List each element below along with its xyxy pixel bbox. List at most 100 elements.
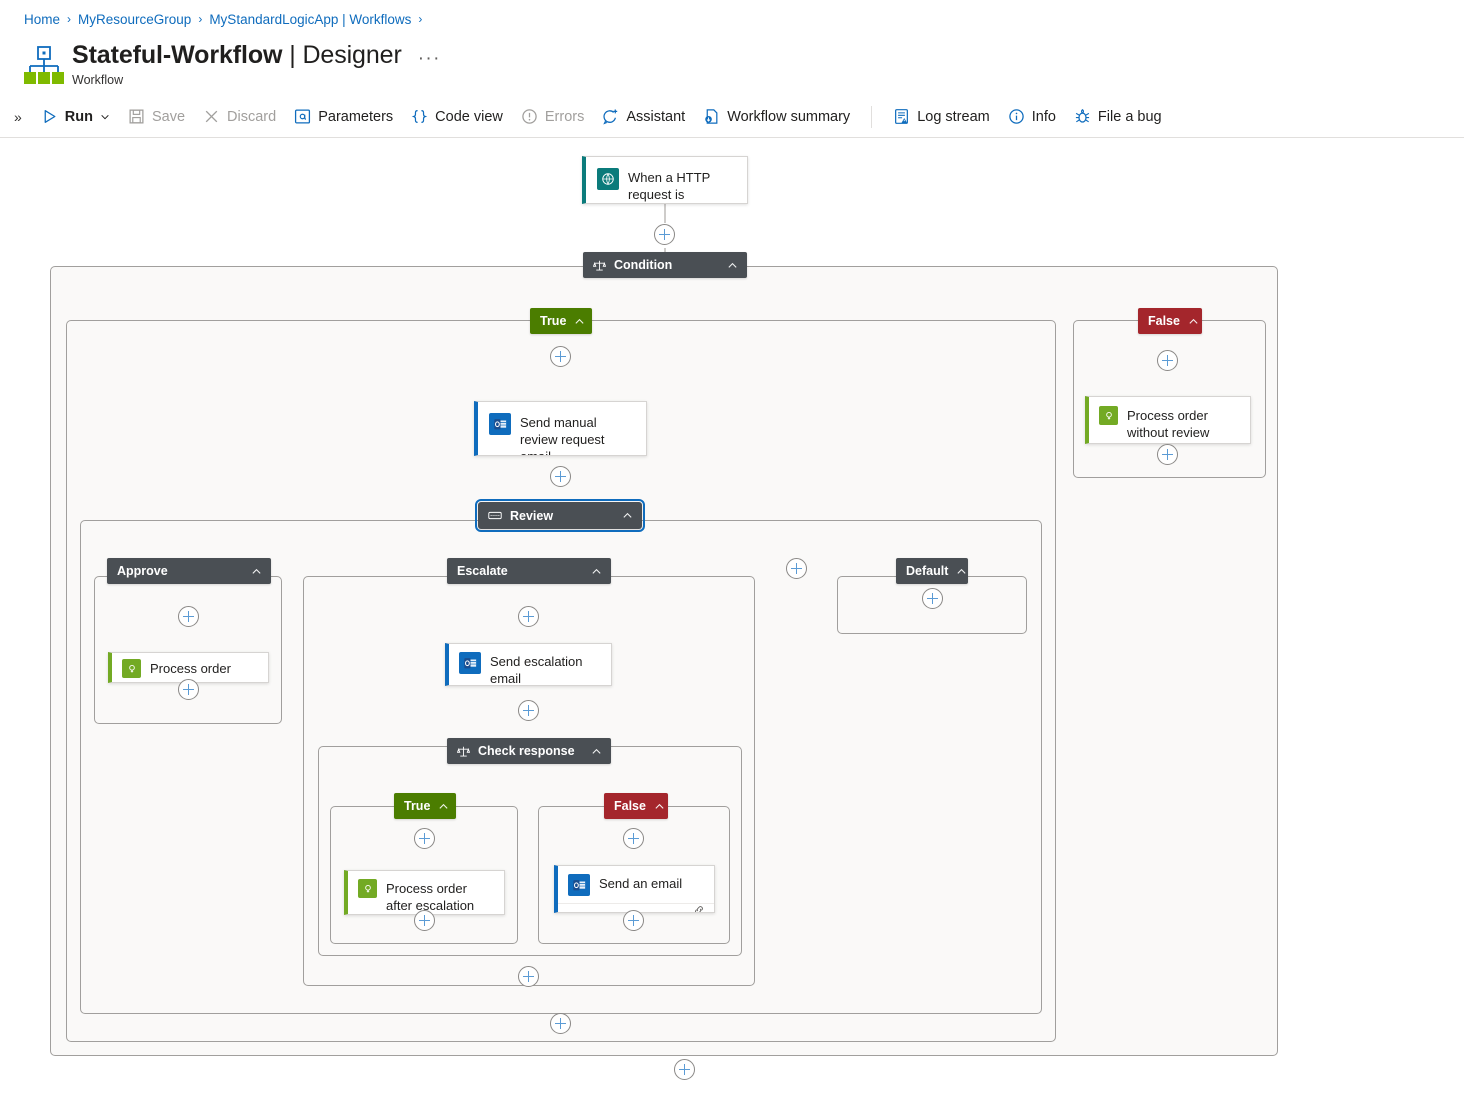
inline-code-icon (358, 879, 377, 898)
page-title-sub: Designer (302, 41, 402, 69)
action-label: Send an email (599, 876, 683, 891)
check-response-true-label: True (404, 799, 431, 813)
chevron-up-icon[interactable] (622, 510, 633, 521)
add-step-after-check-response-button[interactable] (518, 966, 539, 987)
trigger-label: When a HTTP request is received (628, 170, 711, 202)
action-card-process-without-review[interactable]: Process order without review (1085, 396, 1251, 444)
add-step-after-trigger-button[interactable] (654, 224, 675, 245)
outlook-icon (489, 413, 511, 435)
condition-node-check-response-header[interactable]: Check response (447, 738, 611, 764)
branch-false-label: False (1148, 314, 1180, 328)
errors-button[interactable]: Errors (512, 103, 593, 131)
breadcrumb-item-home[interactable]: Home (24, 11, 61, 27)
breadcrumb-separator: › (67, 12, 72, 26)
errors-label: Errors (544, 108, 585, 125)
action-card-send-manual-review[interactable]: Send manual review request email (474, 401, 647, 456)
parameters-button[interactable]: Parameters (285, 103, 402, 131)
action-card-body: Process order (112, 653, 268, 682)
page-title-separator: | (282, 41, 303, 69)
trigger-card-body: When a HTTP request is received (586, 157, 747, 203)
add-step-true-branch-button[interactable] (550, 346, 571, 367)
add-step-approve-button[interactable] (178, 606, 199, 627)
action-label: Send escalation email (490, 654, 583, 686)
add-case-button[interactable] (786, 558, 807, 579)
add-step-after-process-escalation-button[interactable] (414, 910, 435, 931)
case-approve-label: Approve (117, 564, 168, 578)
assistant-button[interactable]: Assistant (593, 103, 694, 131)
add-step-after-send-email-button[interactable] (623, 910, 644, 931)
case-escalate-label: Escalate (457, 564, 508, 578)
add-step-after-review-switch-button[interactable] (550, 1013, 571, 1034)
chevron-up-icon[interactable] (251, 566, 262, 577)
add-step-end-of-workflow-button[interactable] (674, 1059, 695, 1080)
chevron-down-icon[interactable] (100, 112, 110, 122)
toolbar: » Run Save Discard Parameters (0, 96, 1464, 138)
action-label: Send manual review request email (520, 415, 605, 455)
add-step-default-button[interactable] (922, 588, 943, 609)
action-card-send-escalation-email[interactable]: Send escalation email (445, 643, 612, 686)
discard-button[interactable]: Discard (194, 103, 285, 131)
case-escalate-header[interactable]: Escalate (447, 558, 611, 584)
chevron-up-icon[interactable] (956, 566, 967, 577)
condition-node-header[interactable]: Condition (583, 252, 747, 278)
inline-code-icon (1099, 406, 1118, 425)
add-step-check-true-button[interactable] (414, 828, 435, 849)
add-step-false-branch-button[interactable] (1157, 350, 1178, 371)
log-stream-icon (895, 109, 909, 124)
code-view-button[interactable]: Code view (402, 103, 512, 131)
branch-false-header[interactable]: False (1138, 308, 1202, 334)
run-label: Run (64, 108, 93, 125)
link-connection-icon (695, 906, 703, 912)
action-card-process-after-escalation[interactable]: Process order after escalation (344, 870, 505, 915)
workflow-summary-button[interactable]: Workflow summary (694, 103, 859, 131)
branch-true-header[interactable]: True (530, 308, 592, 334)
case-default-header[interactable]: Default (896, 558, 968, 584)
assistant-spark-icon (603, 109, 618, 125)
file-a-bug-button[interactable]: File a bug (1065, 103, 1171, 131)
chevron-up-icon[interactable] (654, 801, 665, 812)
chevron-up-icon[interactable] (727, 260, 738, 271)
breadcrumb-separator: › (418, 12, 423, 26)
breadcrumb-item-resource-group[interactable]: MyResourceGroup (78, 11, 192, 27)
save-button[interactable]: Save (119, 103, 194, 131)
check-response-label: Check response (478, 744, 575, 758)
info-button[interactable]: Info (999, 103, 1065, 131)
breadcrumb-item-logic-app[interactable]: MyStandardLogicApp | Workflows (209, 11, 412, 27)
add-step-after-manual-review-button[interactable] (550, 466, 571, 487)
check-response-false-label: False (614, 799, 646, 813)
trigger-card-http-request[interactable]: When a HTTP request is received (582, 156, 748, 204)
switch-node-review-header[interactable]: Review (475, 499, 645, 532)
action-card-body: Process order without review (1089, 397, 1250, 443)
logic-app-workflow-icon (22, 44, 66, 88)
more-options-button[interactable]: ··· (417, 48, 441, 69)
condition-label: Condition (614, 258, 673, 272)
switch-label: Review (510, 508, 554, 523)
workflow-designer-canvas[interactable]: When a HTTP request is received Conditio… (0, 138, 1464, 1093)
case-approve-container (94, 576, 282, 724)
action-card-send-an-email[interactable]: Send an email (554, 865, 715, 913)
file-a-bug-label: File a bug (1097, 108, 1162, 125)
add-step-after-escalation-button[interactable] (518, 700, 539, 721)
check-response-branch-false-header[interactable]: False (604, 793, 668, 819)
assistant-label: Assistant (626, 108, 686, 125)
info-circle-icon (1009, 109, 1024, 124)
action-card-body: Send an email (558, 866, 714, 903)
log-stream-button[interactable]: Log stream (884, 103, 999, 131)
add-step-after-process-order-button[interactable] (178, 679, 199, 700)
double-chevron-right-icon[interactable]: » (14, 108, 22, 125)
run-button[interactable]: Run (32, 103, 119, 131)
check-response-branch-true-header[interactable]: True (394, 793, 456, 819)
toolbar-divider (871, 105, 873, 128)
add-step-escalate-button[interactable] (518, 606, 539, 627)
add-step-after-process-without-review-button[interactable] (1157, 444, 1178, 465)
error-circle-icon (522, 109, 537, 124)
curly-braces-icon (411, 110, 428, 123)
chevron-up-icon[interactable] (1188, 316, 1199, 327)
add-step-check-false-button[interactable] (623, 828, 644, 849)
chevron-up-icon[interactable] (438, 801, 449, 812)
case-approve-header[interactable]: Approve (107, 558, 271, 584)
chevron-up-icon[interactable] (574, 316, 585, 327)
page-title: Stateful-Workflow | Designer (72, 40, 402, 71)
chevron-up-icon[interactable] (591, 566, 602, 577)
chevron-up-icon[interactable] (591, 746, 602, 757)
